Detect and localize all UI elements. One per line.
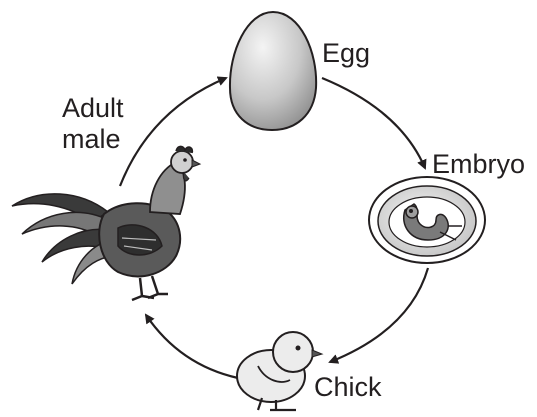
egg-illustration: [230, 12, 316, 130]
chick-label: Chick: [314, 372, 382, 403]
adult-male-label-line1: Adult: [62, 93, 124, 124]
chick-illustration: [237, 332, 322, 410]
arrow-egg-to-embryo: [322, 78, 425, 168]
embryo-label: Embryo: [432, 149, 525, 180]
rooster-illustration: [12, 146, 200, 300]
embryo-illustration: [369, 177, 485, 263]
adult-male-label: Adult male: [62, 93, 124, 155]
adult-male-label-line2: male: [62, 124, 124, 155]
egg-label: Egg: [322, 38, 370, 69]
arrow-chick-to-adult: [146, 315, 238, 378]
arrow-embryo-to-chick: [330, 268, 428, 362]
